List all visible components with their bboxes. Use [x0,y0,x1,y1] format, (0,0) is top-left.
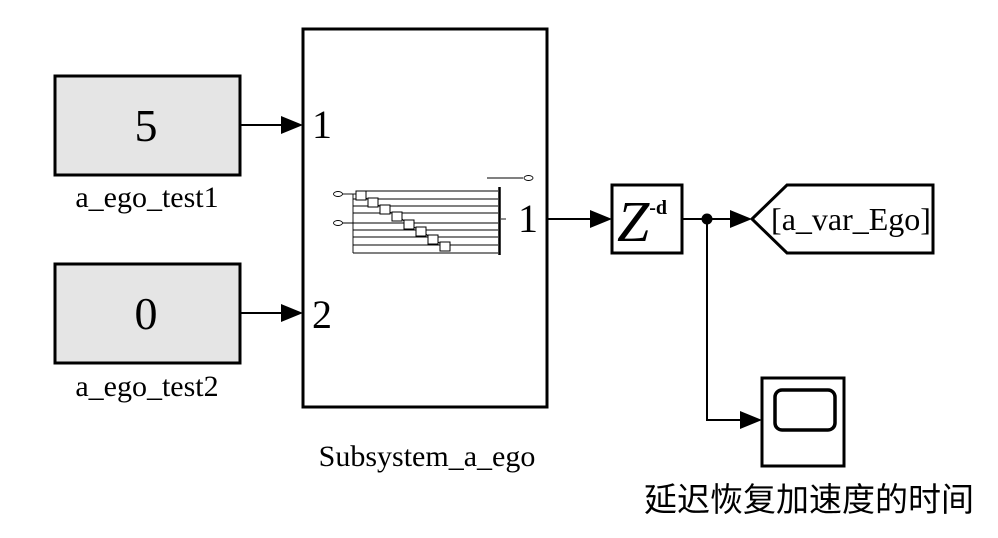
scope-label: 延迟恢复加速度的时间 [644,482,974,519]
arrowhead-icon [281,304,303,322]
subsystem-group: 1 2 1 [301,27,549,473]
wire-branch-to-scope[interactable] [706,219,762,429]
subsystem-inport2-label: 2 [312,292,332,337]
delay-expression: Z-d [617,189,667,254]
constant2-block[interactable] [53,262,242,365]
arrowhead-icon [740,411,762,429]
delay-block[interactable] [610,183,684,255]
constant1-value: 5 [135,100,158,151]
constant2-group: 0 a_ego_test2 [53,262,242,403]
wire-segment [706,219,745,421]
goto-tag-label: [a_var_Ego] [771,201,931,237]
arrowhead-icon [590,210,612,228]
delay-exponent: -d [649,197,667,219]
constant1-block[interactable] [53,74,242,177]
arrowhead-icon [730,210,752,228]
subsystem-outport1-label: 1 [518,196,538,241]
constant2-value: 0 [135,288,158,339]
constant1-label: a_ego_test1 [75,181,218,214]
arrowhead-icon [281,116,303,134]
goto-tag-block[interactable] [749,183,935,255]
wire-constant2-to-subsystem[interactable] [240,304,303,322]
delay-group: Z-d [610,183,684,255]
subsystem-block[interactable] [301,27,549,409]
delay-base: Z [617,189,650,254]
subsystem-inport1-label: 1 [312,102,332,147]
wire-subsystem-to-delay[interactable] [547,210,612,228]
constant2-label: a_ego_test2 [75,370,218,403]
wire-constant1-to-subsystem[interactable] [240,116,303,134]
constant1-group: 5 a_ego_test1 [53,74,242,214]
scope-screen-icon [773,388,837,432]
subsystem-label: Subsystem_a_ego [319,440,536,473]
goto-tag-group: [a_var_Ego] [749,183,935,255]
subsystem-preview-thumbnail [333,175,534,255]
scope-group: 延迟恢复加速度的时间 [644,376,974,519]
